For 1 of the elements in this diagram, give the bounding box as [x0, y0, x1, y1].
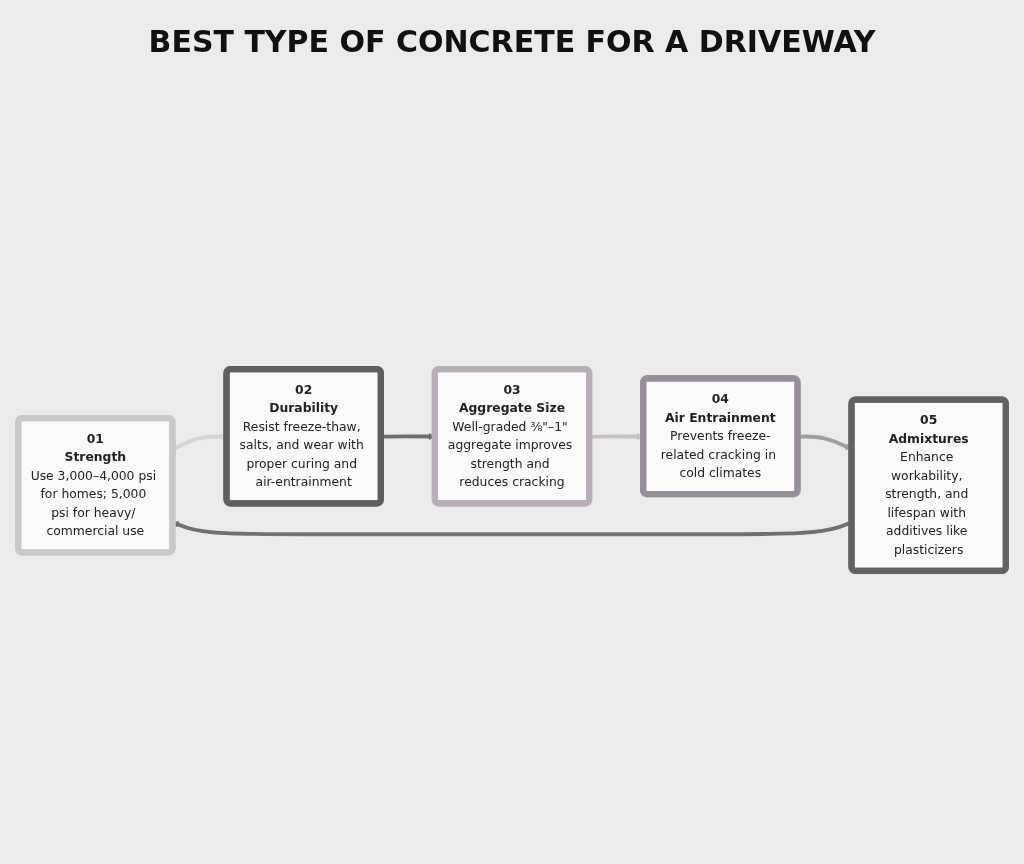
diagram-title: BEST TYPE OF CONCRETE FOR A DRIVEWAY: [147, 24, 877, 59]
